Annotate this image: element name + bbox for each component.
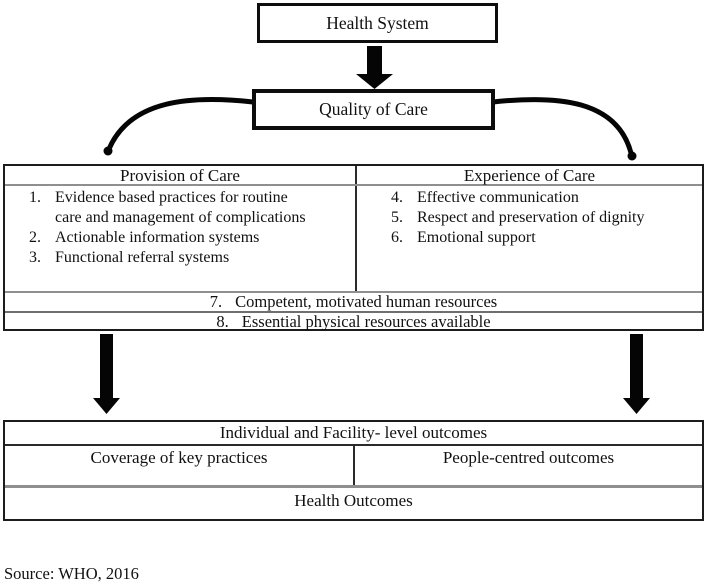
item-number: 8. — [216, 312, 229, 331]
care-matrix-table: Provision of Care Experience of Care 1. … — [3, 164, 704, 331]
item-text: Competent, motivated human resources — [235, 292, 498, 311]
item-number: 5. — [391, 209, 403, 226]
health-system-box: Health System — [257, 3, 498, 43]
health-outcomes-cell: Health Outcomes — [294, 491, 413, 510]
list-item: 5. Respect and preservation of dignity — [391, 208, 702, 228]
down-arrow-right-to-outcomes — [623, 334, 650, 414]
provision-of-care-header: Provision of Care — [5, 166, 357, 184]
item-text: Functional referral systems — [55, 249, 230, 266]
curve-connector-left — [103, 96, 256, 156]
item-text: Effective communication — [417, 189, 579, 206]
cross-cutting-row-7: 7. Competent, motivated human resources — [5, 293, 702, 313]
health-system-label: Health System — [326, 13, 429, 33]
item-number: 7. — [209, 292, 223, 311]
list-item: 6. Emotional support — [391, 228, 702, 248]
provision-of-care-cell: 1. Evidence based practices for routine … — [5, 186, 357, 291]
item-text: Evidence based practices for routine car… — [55, 189, 306, 226]
item-number: 6. — [391, 229, 403, 246]
outcomes-header: Individual and Facility- level outcomes — [5, 422, 702, 446]
item-number: 2. — [29, 229, 41, 246]
coverage-of-key-practices-cell: Coverage of key practices — [5, 446, 355, 485]
care-matrix-header-row: Provision of Care Experience of Care — [5, 166, 702, 186]
item-text: Respect and preservation of dignity — [417, 209, 645, 226]
experience-of-care-header: Experience of Care — [463, 166, 596, 185]
down-arrow-left-to-outcomes — [93, 334, 120, 414]
quality-of-care-label: Quality of Care — [319, 99, 428, 119]
list-item: 1. Evidence based practices for routine … — [29, 188, 355, 228]
cross-cutting-row-8: 8. Essential physical resources availabl… — [5, 312, 702, 331]
curve-connector-right — [490, 97, 637, 161]
source-citation: Source: WHO, 2016 — [4, 564, 139, 583]
list-item: 3. Functional referral systems — [29, 248, 355, 268]
list-item: 2. Actionable information systems — [29, 228, 355, 248]
item-number: 1. — [29, 189, 41, 206]
people-centred-outcomes-cell: People-centred outcomes — [442, 448, 615, 467]
item-number: 4. — [391, 189, 403, 206]
outcomes-middle-row: Coverage of key practices People-centred… — [5, 446, 702, 488]
item-text: Actionable information systems — [55, 229, 260, 246]
item-text: Essential physical resources available — [241, 312, 491, 331]
care-matrix-body-row: 1. Evidence based practices for routine … — [5, 186, 702, 293]
list-item: 4. Effective communication — [391, 188, 702, 208]
quality-of-care-box: Quality of Care — [252, 89, 495, 130]
item-number: 3. — [29, 249, 41, 266]
experience-of-care-cell: 4. Effective communication 5. Respect an… — [357, 186, 702, 291]
item-text: Emotional support — [417, 229, 536, 246]
outcomes-table: Individual and Facility- level outcomes … — [3, 420, 704, 521]
down-arrow-health-to-quality — [356, 46, 393, 89]
